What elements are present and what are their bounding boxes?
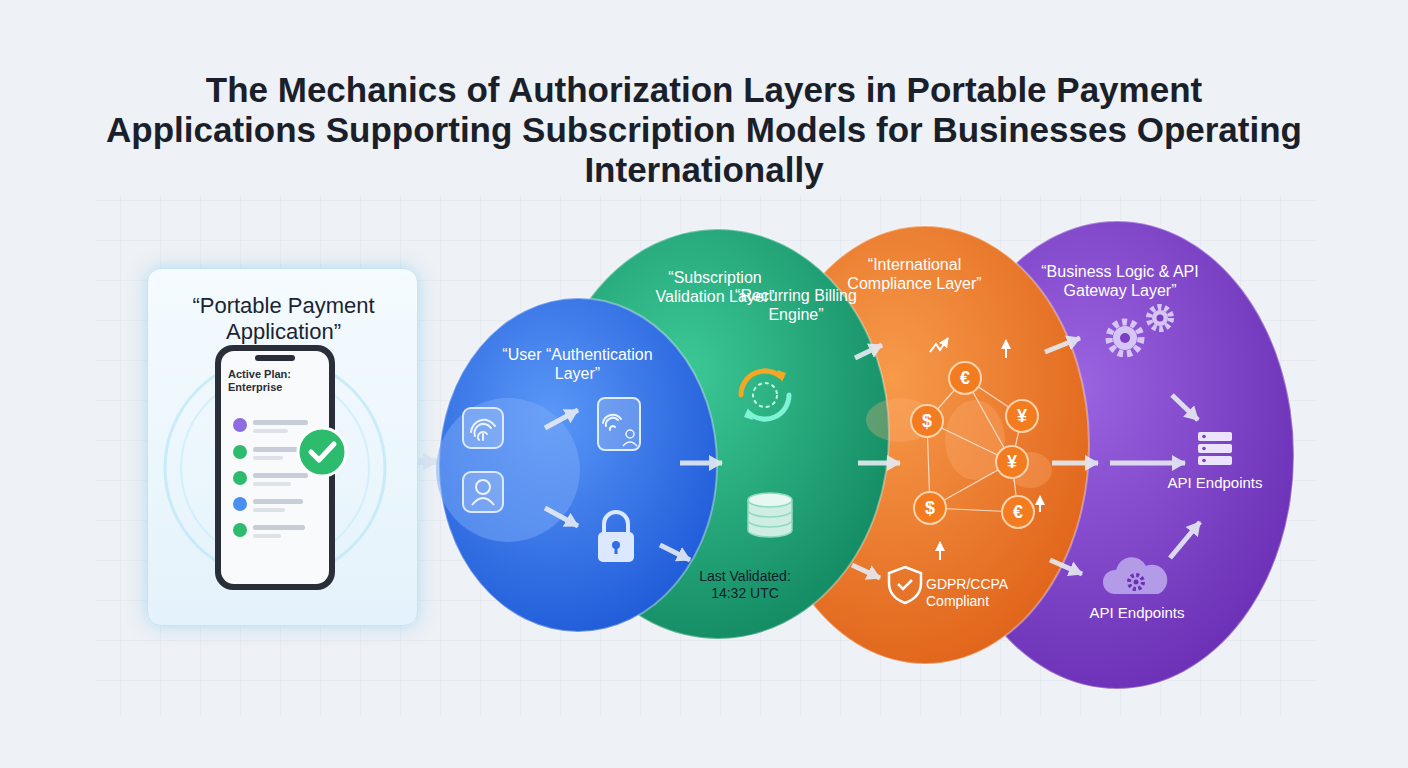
currency-symbol: ¥: [1000, 450, 1024, 474]
node-heading: “Portable Payment Application”: [148, 293, 419, 346]
gateway-icons: [1103, 307, 1232, 594]
annotation-label: GDPR/CCPA Compliant: [926, 576, 1034, 610]
app-panel: “Portable Payment Application”: [147, 268, 418, 626]
label-holder: API Endpoints: [1158, 474, 1272, 492]
label-holder: $: [918, 496, 942, 520]
annotation-label: Last Validated: 14:32 UTC: [688, 568, 802, 602]
annotation-label: Active Plan: Enterprise: [228, 368, 323, 394]
currency-symbol: $: [915, 409, 939, 433]
label-holder: ¥: [1000, 450, 1024, 474]
compliance-icons: [866, 338, 1052, 603]
flow-arrow: [418, 458, 438, 465]
layer-ellipse: [439, 298, 717, 632]
label-holder: “Recurring Billing Engine”: [732, 286, 860, 324]
billing-icons: [741, 370, 792, 537]
annotation-label: API Endpoints: [1080, 604, 1194, 622]
label-holder: GDPR/CCPA Compliant: [926, 576, 1034, 610]
label-holder: €: [1006, 500, 1030, 524]
annotation-label: API Endpoints: [1158, 474, 1272, 492]
label-holder: $: [915, 409, 939, 433]
label-holder: API Endpoints: [1080, 604, 1194, 622]
node-heading: “Business Logic & API Gateway Layer”: [1030, 262, 1210, 300]
diagram-title: The Mechanics of Authorization Layers in…: [104, 70, 1304, 190]
currency-symbol: $: [918, 496, 942, 520]
grid: [95, 195, 1315, 715]
currency-symbol: ¥: [1010, 404, 1034, 428]
layer-circle: “User “Authentication Layer”: [438, 297, 718, 633]
label-holder: ¥: [1010, 404, 1034, 428]
phone-illustration: [165, 345, 385, 590]
label-holder: Active Plan: Enterprise: [228, 368, 323, 394]
annotation-label: “Recurring Billing Engine”: [732, 286, 860, 324]
authentication-icons: [436, 398, 640, 562]
node-heading: “User “Authentication Layer”: [485, 345, 670, 383]
label-holder: €: [953, 366, 977, 390]
flow-arrows: [545, 338, 1200, 578]
currency-symbol: €: [953, 366, 977, 390]
currency-symbol: €: [1006, 500, 1030, 524]
label-holder: Last Validated: 14:32 UTC: [688, 568, 802, 602]
